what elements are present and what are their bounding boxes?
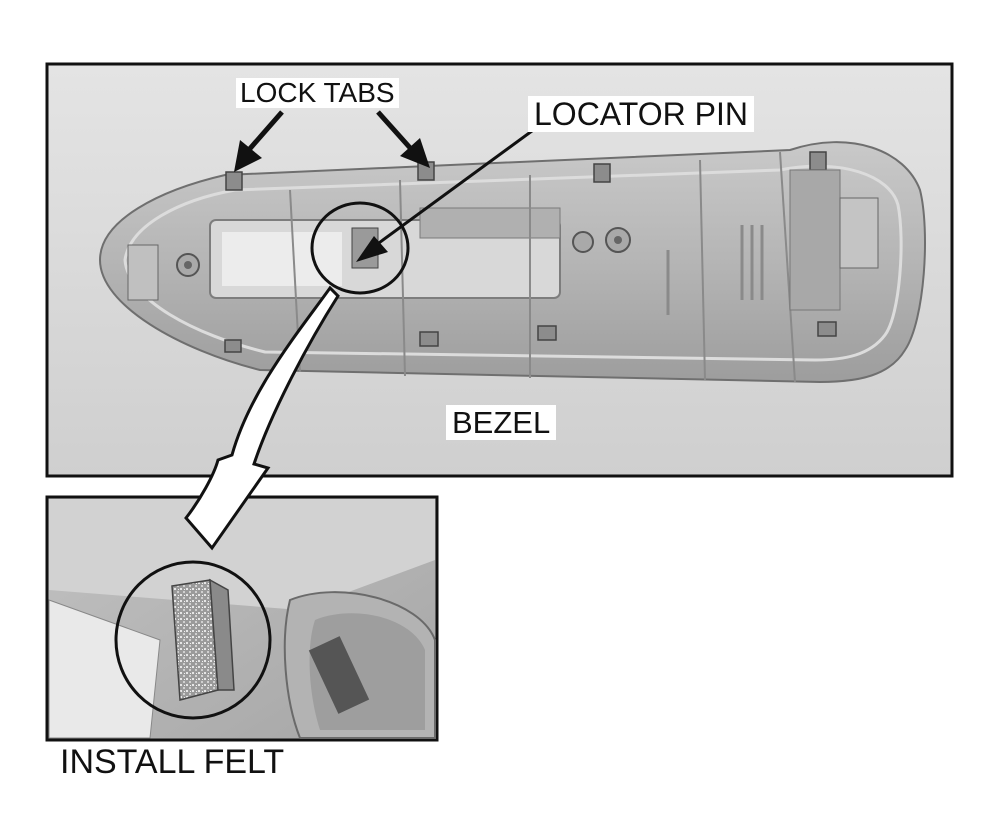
switch-pocket: [789, 169, 841, 311]
lock-tab-arrows: [234, 110, 430, 172]
inset-upper-surface: [49, 499, 435, 610]
locator-pin-label: LOCATOR PIN: [528, 96, 754, 132]
install-felt-label: INSTALL FELT: [60, 743, 285, 781]
inset-molded-text: [308, 636, 370, 714]
molded-markings: [666, 225, 764, 315]
lock-tabs-label: LOCK TABS: [236, 78, 399, 108]
felt-circle: [114, 560, 272, 720]
bezel-rim: [123, 164, 903, 362]
lock-tab-left: [225, 171, 243, 191]
felt-pad-side: [209, 578, 235, 691]
lock-tab-arrow-left: [234, 140, 262, 172]
locator-pin-arrow: [356, 126, 537, 262]
bezel-label: BEZEL: [446, 405, 557, 440]
handle-bridge: [419, 207, 561, 239]
bezel-ribs: [289, 151, 796, 383]
end-clip: [839, 197, 879, 269]
felt-inset-photo: [45, 495, 439, 742]
locator-pin-circle: [310, 201, 410, 295]
screw-bosses: [176, 227, 631, 277]
tip-clip: [127, 244, 159, 301]
callout-arrow: [184, 285, 340, 551]
lock-tab-arrow-right: [400, 138, 430, 168]
inset-opening: [48, 599, 161, 739]
